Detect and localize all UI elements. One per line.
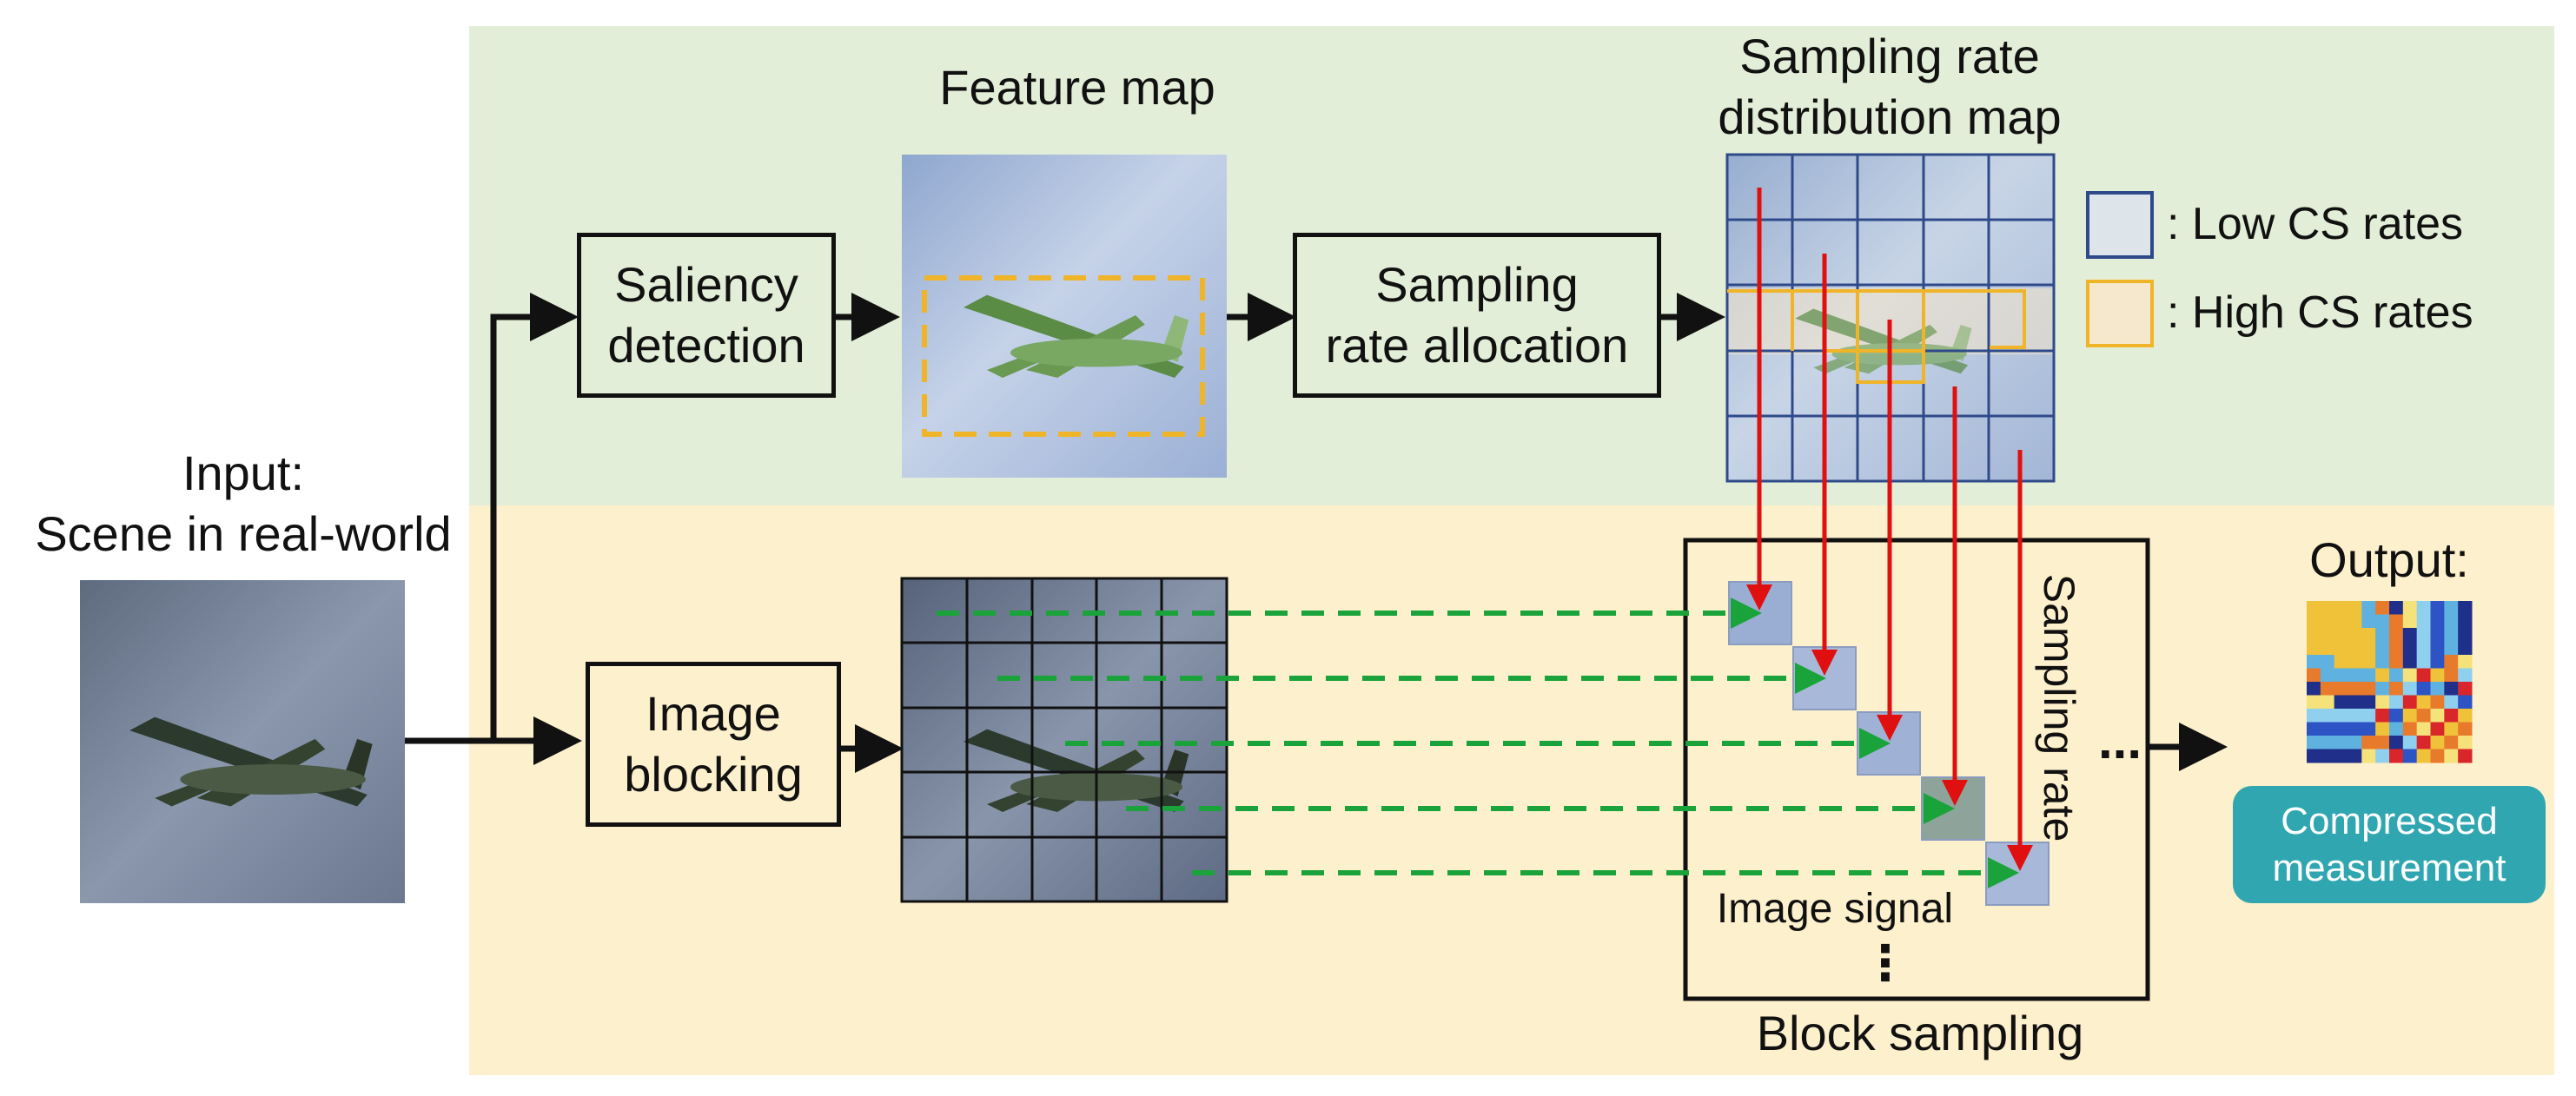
sampling-rate-allocation-box: Sampling rate allocation: [1293, 233, 1661, 398]
allocation-line1: Sampling: [1375, 257, 1579, 312]
image-blocking-box: Image blocking: [586, 662, 841, 827]
saliency-detection-box: Saliency detection: [577, 233, 836, 398]
badge-line1: Compressed: [2281, 799, 2498, 842]
saliency-branch-panel: [469, 26, 2554, 505]
blocking-line1: Image: [646, 686, 781, 741]
block-sampling-frame: [1683, 538, 2150, 1001]
blocking-line2: blocking: [624, 747, 803, 802]
allocation-line2: rate allocation: [1325, 318, 1629, 373]
saliency-line1: Saliency: [614, 257, 798, 312]
image-signal-label: Image signal: [1716, 886, 1954, 932]
signal-arrows: [937, 598, 2019, 888]
feature-map-label: Feature map: [939, 60, 1215, 115]
input-image: [80, 580, 405, 903]
rate-arrows: [1746, 188, 2033, 871]
block-sampling-label: Block sampling: [1756, 1006, 2084, 1060]
output-measurement-image: [2307, 601, 2473, 763]
feature-map-image: [902, 155, 1227, 478]
output-label: Output:: [2309, 532, 2469, 587]
vertical-ellipsis: ⋮: [1861, 935, 1910, 990]
blocked-image-grid: [900, 577, 1228, 903]
input-label-line2: Scene in real-world: [35, 506, 452, 561]
horizontal-ellipsis: ...: [2097, 711, 2142, 769]
legend-high-swatch: [2086, 280, 2154, 347]
sampling-rate-map-label-line1: Sampling rate: [1739, 29, 2040, 83]
legend-low-swatch: [2086, 191, 2154, 259]
input-label-line1: Input:: [182, 446, 305, 500]
legend-high-label: : High CS rates: [2167, 287, 2473, 338]
sampling-rate-map-label-line2: distribution map: [1718, 89, 2062, 144]
saliency-line2: detection: [607, 318, 805, 373]
compressed-measurement-badge: Compressed measurement: [2233, 786, 2546, 903]
sampling-branch-panel: [469, 505, 2554, 1075]
flow-arrows: [405, 293, 2228, 773]
salient-region-box: [922, 275, 1205, 437]
badge-line2: measurement: [2272, 846, 2506, 889]
sampling-rate-label: Sampling rate: [2035, 573, 2083, 842]
legend-low-label: : Low CS rates: [2167, 199, 2464, 249]
